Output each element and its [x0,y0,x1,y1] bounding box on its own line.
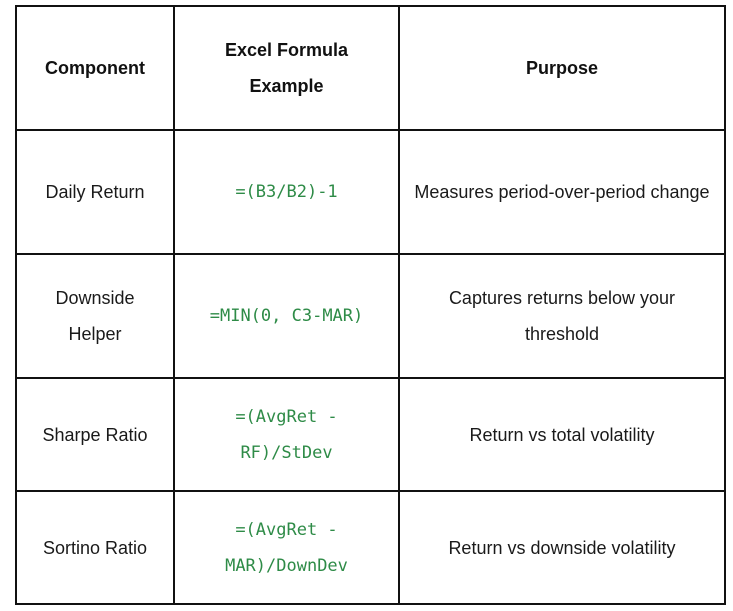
table-row: Downside Helper =MIN(0, C3-MAR) Captures… [15,253,726,379]
formula-cell: =(AvgRet - MAR)/DownDev [173,490,400,605]
purpose-cell: Measures period-over-period change [398,129,726,255]
formula-reference-table: Component Excel Formula Example Purpose … [15,5,726,605]
formula-cell: =(AvgRet - RF)/StDev [173,377,400,492]
formula-cell: =(B3/B2)-1 [173,129,400,255]
table-header-row: Component Excel Formula Example Purpose [15,5,726,131]
table-row: Sortino Ratio =(AvgRet - MAR)/DownDev Re… [15,490,726,605]
component-cell: Sharpe Ratio [15,377,175,492]
purpose-cell: Return vs downside volatility [398,490,726,605]
formula-cell: =MIN(0, C3-MAR) [173,253,400,379]
column-header-formula: Excel Formula Example [173,5,400,131]
formula-reference-table-container: Component Excel Formula Example Purpose … [15,5,726,605]
component-cell: Sortino Ratio [15,490,175,605]
table-row: Daily Return =(B3/B2)-1 Measures period-… [15,129,726,255]
column-header-purpose: Purpose [398,5,726,131]
purpose-cell: Return vs total volatility [398,377,726,492]
purpose-cell: Captures returns below your threshold [398,253,726,379]
component-cell: Downside Helper [15,253,175,379]
table-row: Sharpe Ratio =(AvgRet - RF)/StDev Return… [15,377,726,492]
column-header-component: Component [15,5,175,131]
component-cell: Daily Return [15,129,175,255]
